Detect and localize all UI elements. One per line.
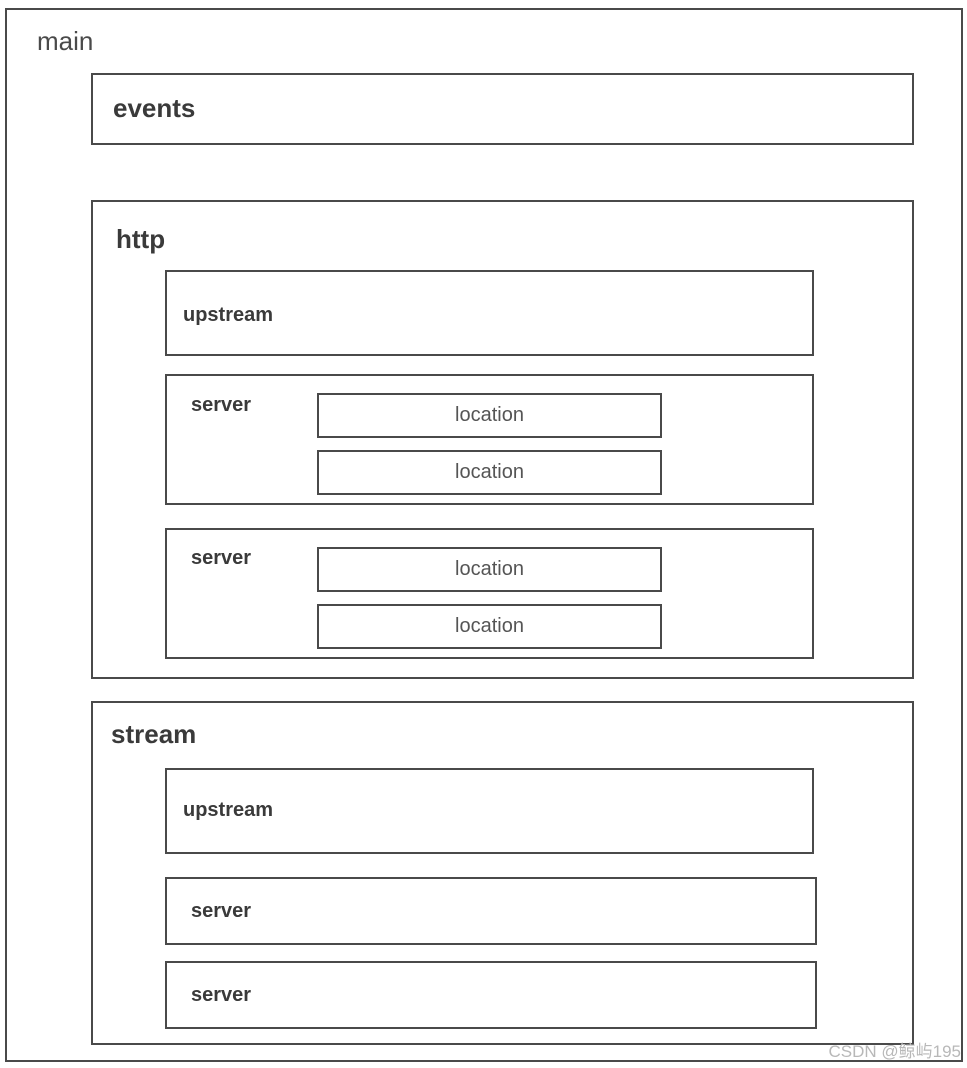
location-block: location xyxy=(317,547,662,592)
events-label: events xyxy=(113,93,196,123)
http-upstream-label: upstream xyxy=(183,304,274,326)
stream-server-block xyxy=(165,961,817,1029)
location-block: location xyxy=(317,450,662,495)
stream-server-label: server xyxy=(191,984,252,1006)
watermark: CSDN @鲸屿195 xyxy=(828,1042,961,1061)
location-block: location xyxy=(317,393,662,438)
stream-label: stream xyxy=(111,719,197,749)
stream-upstream-label: upstream xyxy=(183,799,274,821)
location-block: location xyxy=(317,604,662,649)
http-server-label: server xyxy=(191,547,252,569)
main-label: main xyxy=(37,26,94,56)
events-block xyxy=(91,73,914,145)
http-upstream-block xyxy=(165,270,814,356)
stream-server-block xyxy=(165,877,817,945)
http-label: http xyxy=(116,224,166,254)
http-server-label: server xyxy=(191,394,252,416)
stream-server-label: server xyxy=(191,900,252,922)
stream-upstream-block xyxy=(165,768,814,854)
